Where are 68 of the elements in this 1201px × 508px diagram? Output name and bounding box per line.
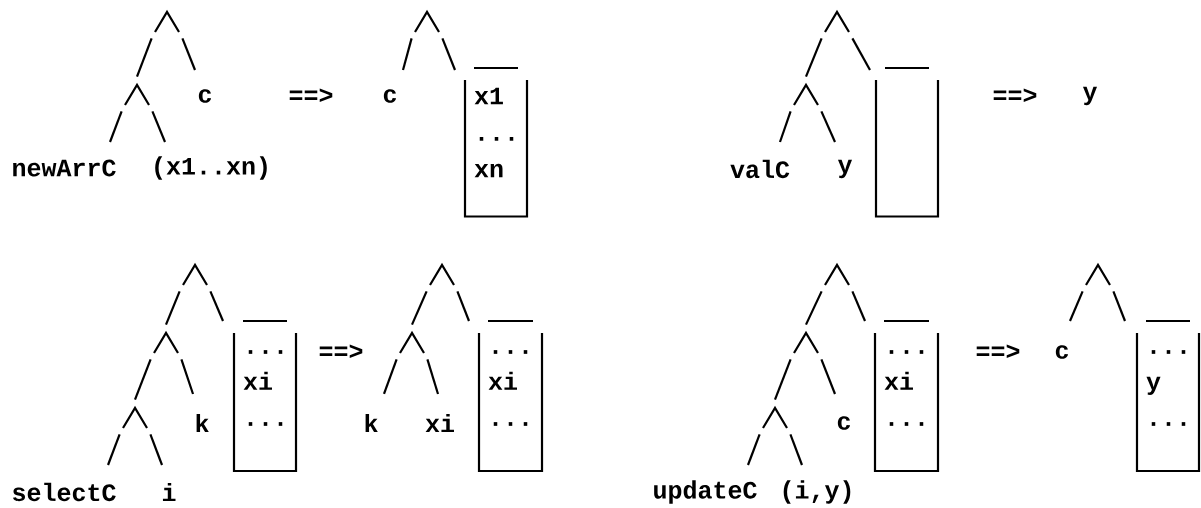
branch-apex <box>793 82 819 106</box>
tree-branch-line <box>149 434 164 466</box>
tree-branch-line <box>107 434 121 466</box>
tree-branch-line <box>805 38 823 77</box>
array-box: ... xi ... <box>477 319 544 473</box>
leaf-label: selectC <box>13 482 116 502</box>
tree-branch-line <box>456 291 471 322</box>
rewrite-symbol: ==> <box>289 88 333 102</box>
tree-branch-line <box>151 111 167 143</box>
branch-apex <box>399 330 425 354</box>
tree-branch-line <box>134 359 152 400</box>
leaf-label: c <box>837 416 851 430</box>
tree-branch-line <box>426 359 440 395</box>
branch-apex <box>793 330 819 354</box>
array-box: ... y ... <box>1135 319 1201 473</box>
tree-branch-line <box>1069 290 1084 322</box>
leaf-label: c <box>198 89 212 103</box>
rewrite-symbol: ==> <box>319 344 363 358</box>
leaf-label: newArrC <box>13 159 116 177</box>
branch-apex <box>824 262 850 286</box>
branch-apex <box>124 82 150 106</box>
leaf-label: i <box>162 482 176 502</box>
leaf-label: (x1..xn) <box>155 156 267 180</box>
tree-branch-line <box>401 38 413 71</box>
tree-branch-line <box>165 290 181 325</box>
leaf-label: y <box>837 159 852 179</box>
array-box <box>874 66 940 218</box>
tree-branch-line <box>1112 291 1127 322</box>
branch-apex <box>1085 262 1111 286</box>
branch-apex <box>429 262 455 286</box>
branch-apex <box>122 405 148 429</box>
tree-branch-line <box>747 434 761 466</box>
tree-branch-line <box>820 110 836 143</box>
leaf-label: (i,y) <box>783 480 851 504</box>
leaf-label: c <box>1055 345 1069 359</box>
leaf-label: k <box>365 413 378 433</box>
branch-apex <box>182 262 208 286</box>
tree-branch-line <box>441 38 457 71</box>
branch-apex <box>154 9 180 33</box>
tree-branch-line <box>382 359 398 395</box>
branch-apex <box>762 405 788 429</box>
array-box: ... xi ... <box>232 319 298 473</box>
tree-branch-line <box>778 111 792 143</box>
tree-branch-line <box>820 359 837 395</box>
tree-branch-line <box>136 38 153 77</box>
tree-branch-line <box>851 290 866 322</box>
branch-apex <box>153 330 179 354</box>
leaf-label: updateC <box>654 480 757 504</box>
branch-apex <box>414 9 440 33</box>
tree-branch-line <box>411 290 428 326</box>
leaf-label: valC <box>730 159 790 179</box>
branch-apex <box>824 9 850 33</box>
tree-branch-line <box>789 434 804 466</box>
tree-branch-line <box>773 359 792 400</box>
leaf-label: xi <box>425 413 454 433</box>
tree-branch-line <box>851 37 871 71</box>
leaf-label: y <box>1082 86 1097 106</box>
tree-branch-line <box>209 290 225 322</box>
tree-branch-line <box>180 359 195 395</box>
leaf-label: c <box>383 89 397 103</box>
tree-branch-line <box>109 111 123 143</box>
tree-branch-line <box>805 290 823 326</box>
rewrite-symbol: ==> <box>993 88 1037 102</box>
array-box: x1 ... xn <box>463 66 529 218</box>
array-box: ... xi ... <box>873 319 940 473</box>
tree-branch-line <box>181 38 197 71</box>
leaf-label: k <box>196 413 209 433</box>
rewrite-symbol: ==> <box>976 344 1020 358</box>
